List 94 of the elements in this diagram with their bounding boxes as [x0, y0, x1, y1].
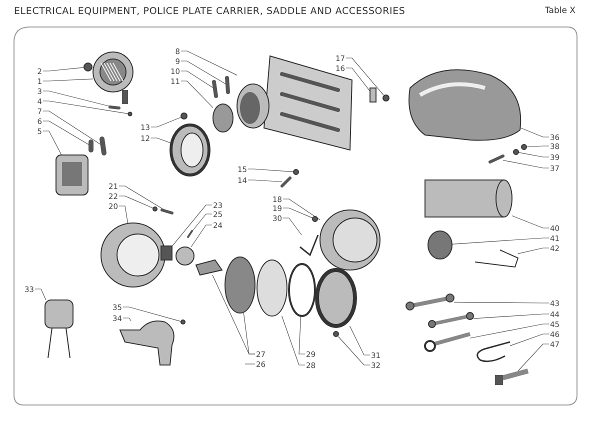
leader-line	[192, 214, 212, 232]
lamp-rim-drawing	[315, 268, 357, 328]
screw-drawing	[187, 230, 193, 238]
bulb-drawing	[88, 140, 94, 152]
spanner-drawing	[428, 312, 474, 328]
leader-line	[42, 120, 92, 146]
bulb-drawing	[225, 76, 230, 94]
leader-line	[282, 316, 306, 366]
nut-drawing	[521, 144, 527, 150]
leader-line	[34, 288, 46, 300]
leader-line	[42, 67, 84, 72]
leader-line	[346, 68, 370, 92]
plug-spanner-drawing	[495, 368, 529, 385]
cable-drawing	[476, 341, 511, 362]
leader-line	[520, 128, 550, 138]
nut-drawing	[382, 94, 390, 102]
gasket-drawing	[288, 263, 316, 317]
leader-line	[180, 60, 228, 85]
bulb-drawing	[195, 259, 223, 276]
leader-line	[346, 58, 384, 96]
leader-line	[282, 198, 320, 220]
leader-line	[510, 334, 550, 346]
leader-line	[518, 248, 550, 254]
tool-drawing	[424, 332, 471, 352]
lens-drawing	[256, 260, 288, 316]
plate-carrier-drawing	[236, 55, 353, 151]
spanner-drawing	[406, 294, 454, 310]
table-number: Table X	[545, 6, 576, 16]
leader-line	[518, 344, 550, 372]
leader-line	[150, 138, 172, 144]
lens-drawing	[212, 104, 234, 132]
nut-drawing	[180, 320, 186, 324]
tool-tube-drawing	[424, 180, 512, 218]
leader-line	[349, 326, 370, 356]
bolt-drawing	[160, 208, 174, 214]
leader-line	[180, 70, 214, 89]
cap-drawing	[428, 230, 452, 260]
leader-line	[190, 224, 212, 248]
leader-line	[282, 218, 302, 236]
leader-line	[518, 152, 550, 158]
wire-clip-drawing	[474, 250, 519, 268]
leader-line	[338, 336, 370, 366]
leader-line	[118, 206, 128, 224]
reflector-drawing	[224, 256, 256, 314]
nut-drawing	[333, 331, 339, 337]
leader-line	[502, 160, 550, 168]
leader-line	[118, 196, 154, 208]
leader-line	[212, 274, 256, 354]
nut-drawing	[128, 112, 132, 116]
nut-drawing	[513, 149, 519, 155]
nut-drawing	[293, 169, 299, 175]
hook-drawing	[300, 234, 319, 256]
leader-line	[42, 130, 62, 156]
bulb-drawing	[100, 136, 106, 156]
headlamp-shell-drawing	[100, 222, 166, 288]
bulb-holder-drawing	[176, 246, 194, 266]
leader-line	[42, 110, 102, 146]
leader-line	[150, 116, 182, 128]
switch-housing-drawing	[44, 300, 74, 358]
leader-line	[526, 146, 550, 148]
nut-drawing	[152, 206, 158, 212]
leader-line	[473, 314, 550, 319]
leader-line	[172, 204, 212, 247]
leader-line	[42, 78, 94, 82]
nut-drawing	[180, 112, 188, 120]
leader-line	[180, 80, 214, 108]
leader-line	[298, 316, 306, 354]
handlebar-switch-drawing	[120, 320, 174, 366]
leader-line	[42, 100, 128, 114]
leader-line	[282, 208, 313, 218]
leader-line	[122, 306, 182, 322]
bolt-drawing	[280, 176, 292, 188]
saddle-drawing	[408, 69, 522, 141]
bracket-drawing	[370, 88, 376, 102]
bulb-drawing	[212, 80, 218, 98]
leader-line	[248, 168, 294, 172]
lamp-ring-drawing	[170, 124, 210, 176]
leader-line	[122, 318, 132, 322]
page-title: ELECTRICAL EQUIPMENT, POLICE PLATE CARRIER, SADDLE AND ACCESSORIES	[14, 6, 406, 17]
leader-line	[452, 238, 550, 244]
tail-lamp-drawing	[56, 154, 88, 196]
nut-drawing	[84, 62, 92, 72]
headlamp-drawing	[320, 210, 380, 270]
leader-line	[470, 324, 550, 338]
horn-drawing	[92, 52, 134, 104]
leader-line	[512, 215, 550, 228]
leader-line	[248, 180, 282, 182]
leader-line	[118, 186, 165, 210]
leader-line	[454, 302, 550, 304]
screw-drawing	[108, 106, 120, 110]
nut-drawing	[312, 216, 318, 222]
bolt-drawing	[488, 154, 504, 164]
leader-line	[180, 50, 238, 76]
bracket-drawing	[160, 246, 172, 260]
